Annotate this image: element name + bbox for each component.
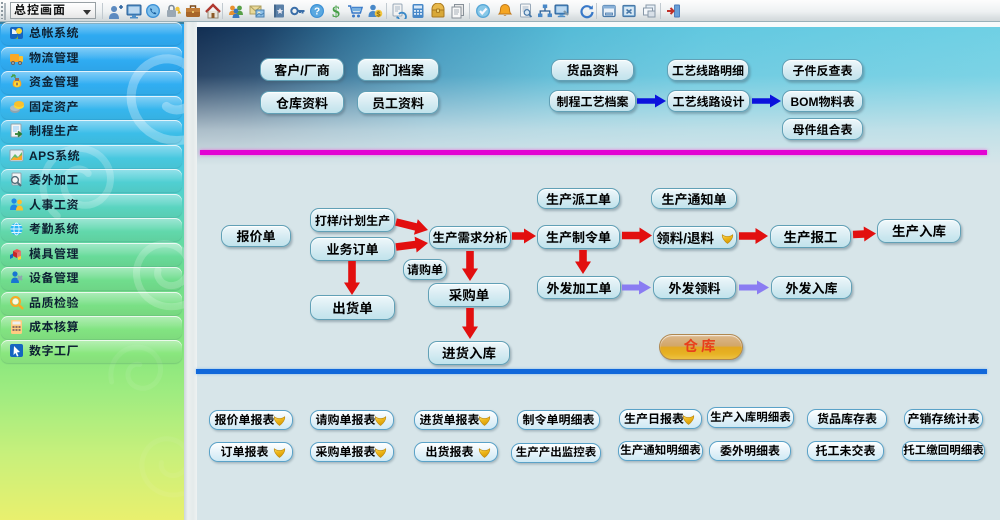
- svg-text:?: ?: [314, 7, 320, 18]
- svg-text:$: $: [376, 10, 381, 19]
- svg-text:$: $: [332, 4, 340, 19]
